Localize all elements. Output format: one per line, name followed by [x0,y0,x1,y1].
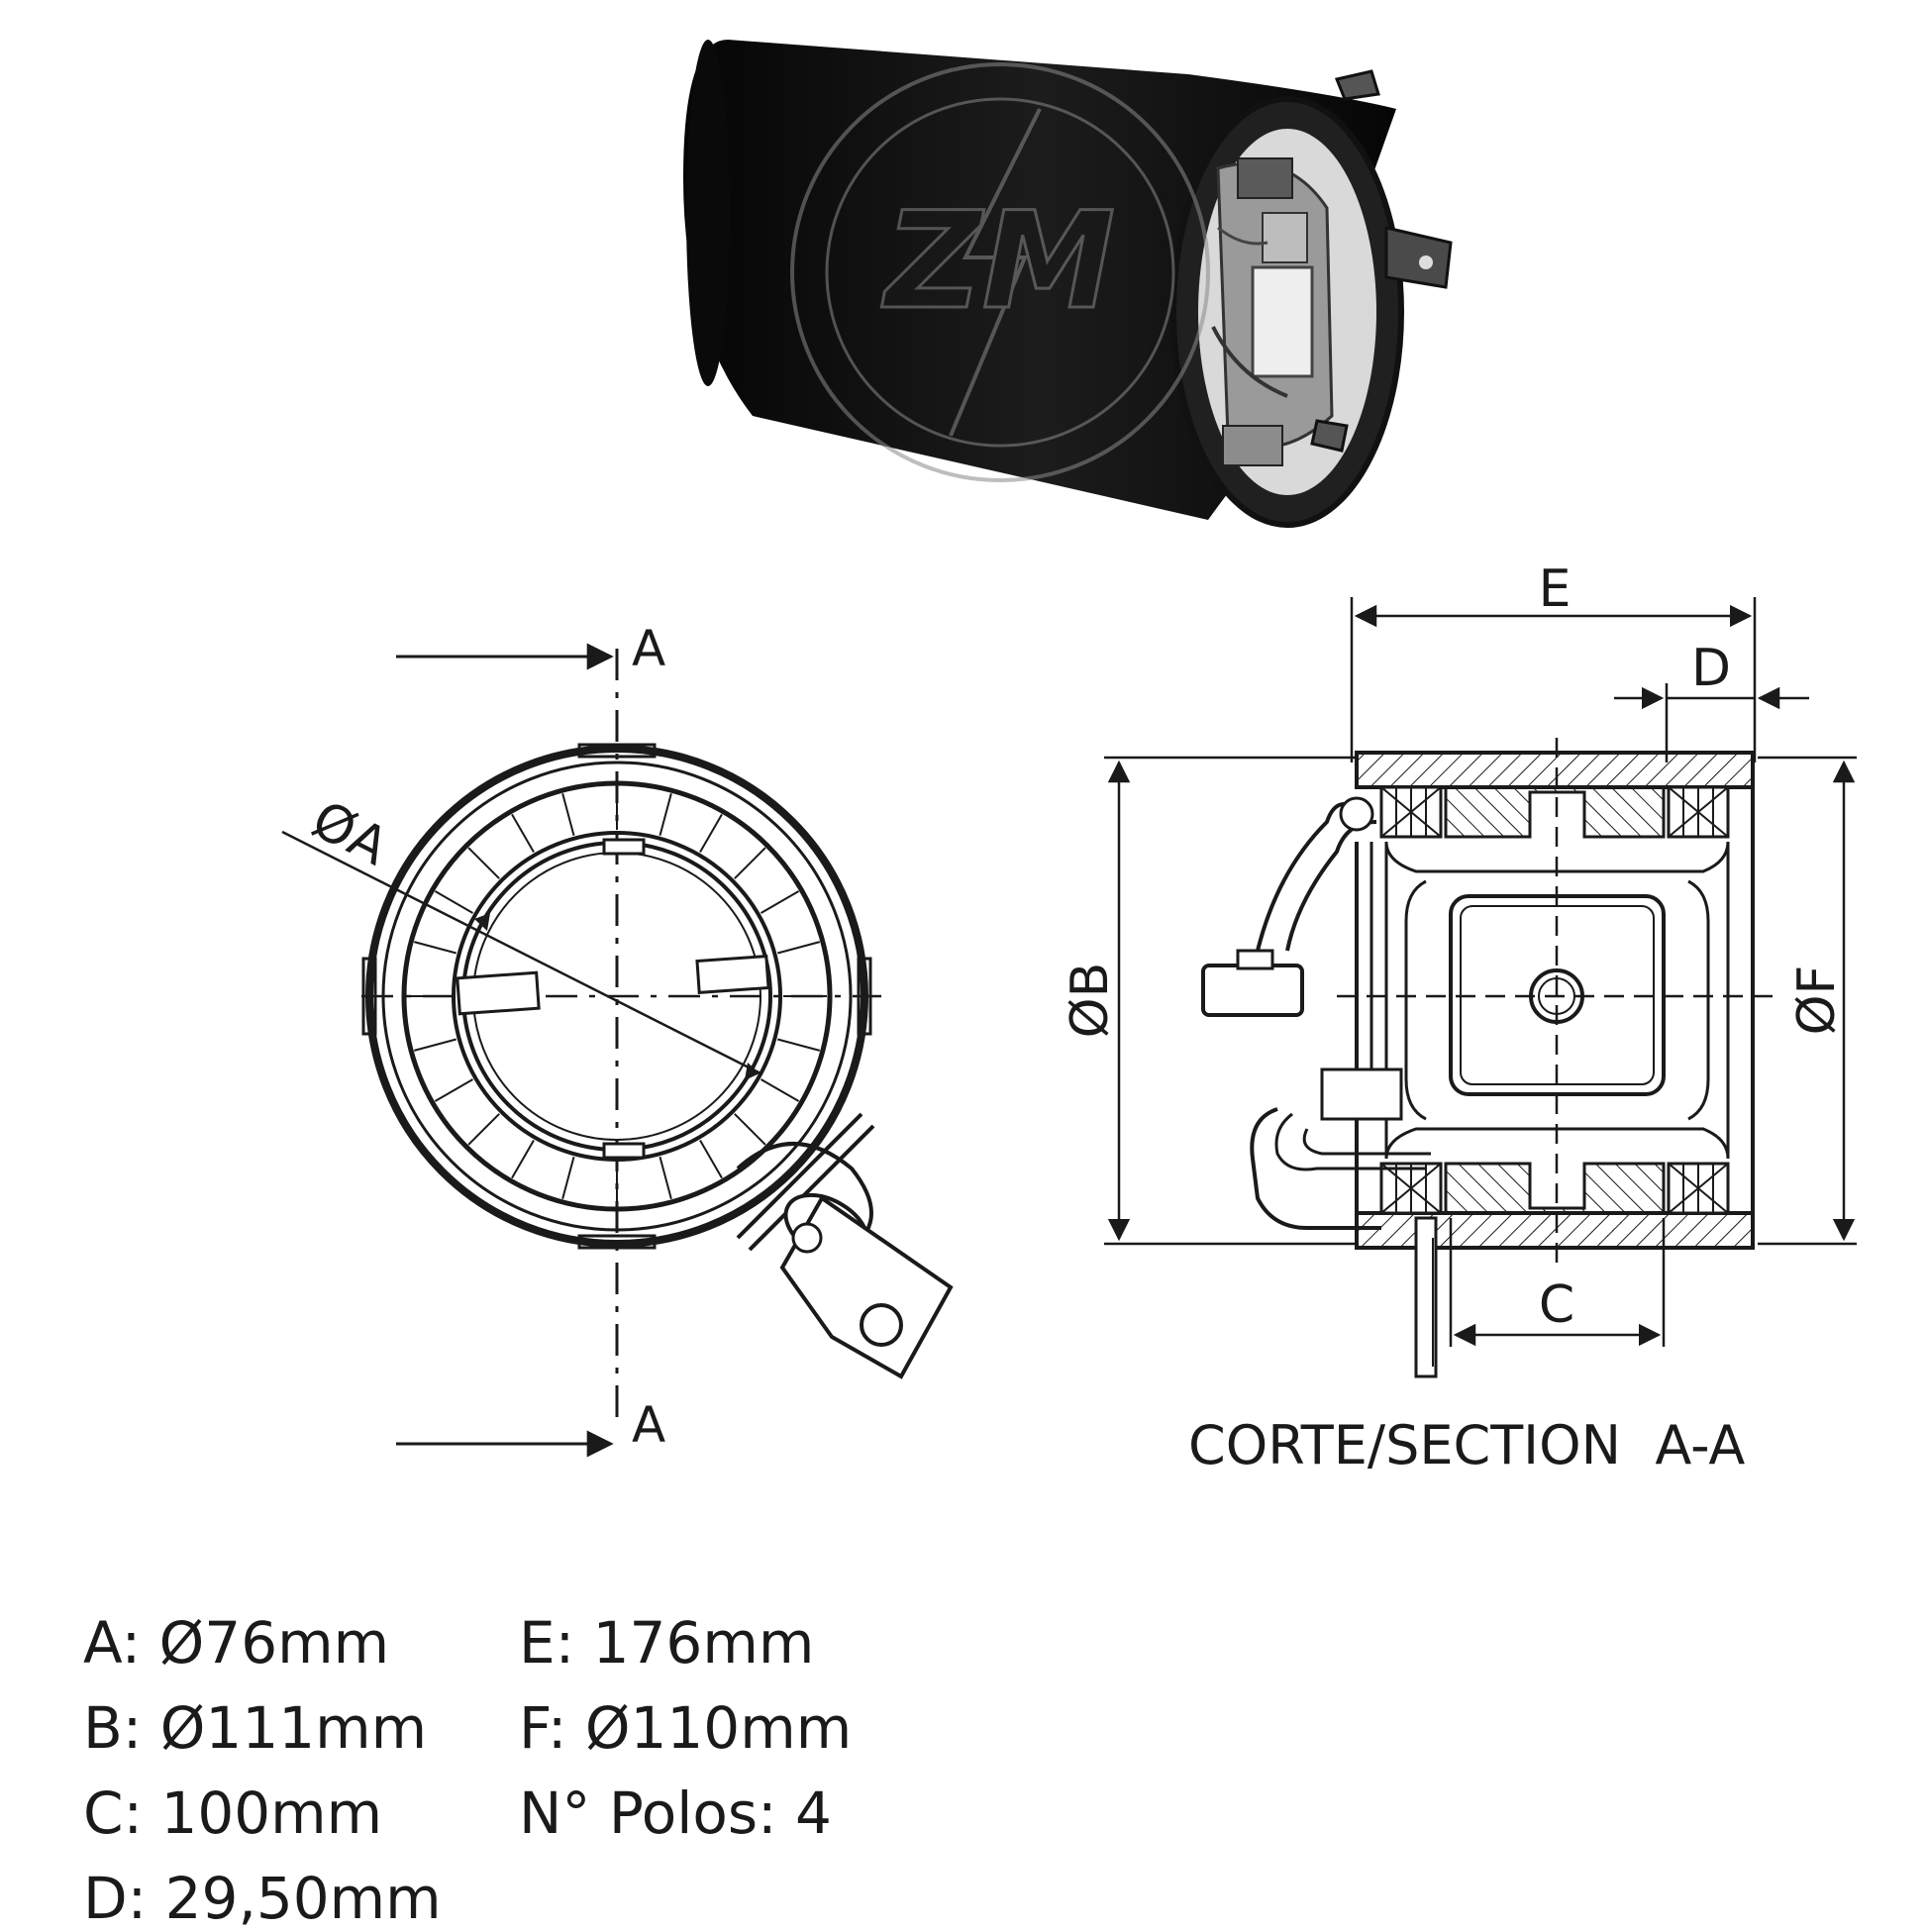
winding-segment-line [734,847,766,879]
terminal-lug [736,1112,954,1379]
pole-shoe-left [456,970,541,1016]
winding-segment-line [467,847,500,879]
logo-text: ZM [881,183,1115,339]
coil-section-bottom-left [1379,1162,1443,1215]
lead-terminal [1201,964,1304,1017]
spec-f: F: Ø110mm [519,1694,853,1762]
dim-c-label: C [1539,1275,1574,1335]
field-coil-outline [1384,841,1730,1160]
winding-segment-line [561,792,575,836]
section-view: E D ØB ØF [1061,559,1857,1476]
coil-section-top-right [1667,785,1730,839]
pole-piece-top [1444,785,1666,839]
internal-coil [1211,157,1334,466]
section-caption: CORTE/SECTION A-A [1188,1414,1745,1476]
front-view: A A ØA [281,620,954,1458]
winding-segment-line [511,813,535,854]
terminal-tab-top [1334,69,1380,101]
dim-a-line [281,830,763,1076]
spec-a: A: Ø76mm [83,1609,390,1677]
field-winding-ring [401,780,833,1212]
section-marker-top: A [632,620,665,677]
product-photo: ZM [683,40,1453,528]
winding-segment-line [777,1038,821,1052]
spec-d: D: 29,50mm [83,1865,442,1932]
winding-segment-line [511,1139,535,1179]
winding-segment-line [699,813,723,854]
winding-segment-line [413,1038,456,1052]
winding-segment-line [777,941,821,955]
dim-a-label: ØA [303,790,398,877]
pole-piece-bottom [1444,1162,1666,1215]
winding-segment-line [659,1157,672,1200]
pole-shoe-right [695,954,770,995]
winding-segment-line [561,1157,575,1200]
brush-terminal-assembly [1250,1068,1438,1378]
terminal-tab-bottom [1310,419,1349,453]
dim-e-label: E [1539,559,1572,619]
zm-logo-watermark: ZM [790,62,1210,482]
winding-segment-line [760,890,800,914]
winding-segment-line [434,890,474,914]
spec-c: C: 100mm [83,1779,383,1847]
spec-poles: N° Polos: 4 [519,1779,832,1847]
spec-b: B: Ø111mm [83,1694,428,1762]
dim-d-label: D [1691,639,1731,698]
dim-b-label: ØB [1061,963,1120,1039]
winding-segment-line [434,1078,474,1102]
winding-segment-line [734,1113,766,1146]
terminal-tab-side [1384,226,1453,289]
winding-segments [407,786,827,1206]
dim-f-label: ØF [1787,966,1847,1036]
outer-housing-ring [365,745,868,1248]
coil-section-top-left [1379,785,1443,839]
section-marker-bottom: A [632,1396,665,1454]
winding-segment-line [659,792,672,836]
winding-segment-line [413,941,456,955]
winding-segment-line [467,1113,500,1146]
spec-e: E: 176mm [519,1609,815,1677]
coil-section-bottom-right [1667,1162,1730,1215]
winding-segment-line [760,1078,800,1102]
housing-wall-top [1355,751,1755,789]
winding-segment-line [699,1139,723,1179]
lead-wire [1201,796,1377,1017]
